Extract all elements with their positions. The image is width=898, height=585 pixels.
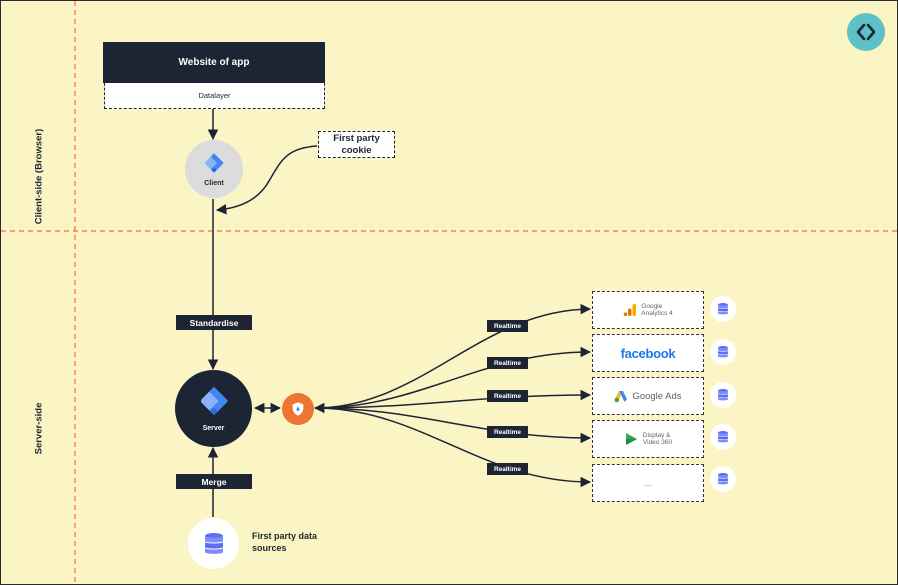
google-ads-icon — [614, 390, 628, 402]
sources-line2: sources — [252, 543, 287, 553]
lane-label-server-side: Server-side — [33, 402, 45, 455]
lane-label-client-side: Client-side (Browser) — [33, 128, 45, 225]
dv-line1: Display & — [642, 432, 671, 439]
shield-icon — [292, 402, 304, 416]
shield-node — [282, 393, 314, 425]
first-party-data-sources-node — [188, 518, 239, 569]
ga-line1: Google — [641, 303, 663, 310]
website-title: Website of app — [178, 57, 250, 68]
sources-line1: First party data — [252, 531, 318, 541]
database-icon — [204, 532, 223, 554]
fan-out-arrows — [313, 303, 592, 488]
server-label: Server — [202, 425, 225, 432]
other-destination-label: ... — [644, 478, 652, 488]
destination-google-ads: Google Ads — [592, 377, 704, 415]
website-box: Website of app — [103, 42, 325, 83]
database-icon — [710, 339, 736, 365]
arrow-to-display-video-360 — [314, 407, 592, 444]
display-video-360-icon — [625, 433, 637, 445]
standardise-tag: Standardise — [176, 315, 252, 330]
arrow-cookie-to-client — [215, 145, 318, 215]
realtime-tag-display-video-360: Realtime — [487, 426, 528, 438]
client-node: Client — [185, 140, 243, 198]
database-icon — [710, 382, 736, 408]
ga-line2: Analytics 4 — [641, 310, 673, 317]
cookie-label-line1: First party — [333, 132, 380, 144]
google-ads-label: Google Ads — [632, 390, 682, 402]
cookie-label-line2: cookie — [341, 144, 372, 156]
arrow-to-google-analytics-4 — [313, 303, 592, 414]
google-tag-manager-icon — [205, 152, 224, 173]
merge-tag: Merge — [176, 474, 252, 489]
standardise-label: Standardise — [189, 317, 239, 328]
database-icon — [710, 466, 736, 492]
destination-facebook: facebook — [592, 334, 704, 372]
server-node: Server — [175, 370, 252, 447]
arrow-to-other-destination — [314, 407, 592, 488]
arrow-to-google-ads — [314, 389, 592, 409]
realtime-tag-facebook: Realtime — [487, 357, 528, 369]
datalayer-box: Datalayer — [104, 83, 325, 109]
database-icon — [710, 296, 736, 322]
merge-label: Merge — [201, 476, 227, 487]
dv-line2: Video 360 — [642, 439, 673, 446]
facebook-wordmark: facebook — [620, 345, 676, 361]
google-tag-manager-icon — [200, 386, 228, 416]
code-brackets-icon — [847, 13, 885, 51]
database-icon — [710, 424, 736, 450]
first-party-data-sources-label: First party data sources — [252, 530, 317, 554]
arrow-to-facebook — [314, 346, 592, 409]
google-analytics-icon — [623, 304, 637, 316]
datalayer-label: Datalayer — [198, 91, 231, 100]
destination-other: ... — [592, 464, 704, 502]
realtime-tag-google-ads: Realtime — [487, 390, 528, 402]
destination-display-video-360: Display &Video 360 — [592, 420, 704, 458]
realtime-tag-google-analytics-4: Realtime — [487, 320, 528, 332]
realtime-tag-other: Realtime — [487, 463, 528, 475]
client-label: Client — [204, 179, 224, 187]
